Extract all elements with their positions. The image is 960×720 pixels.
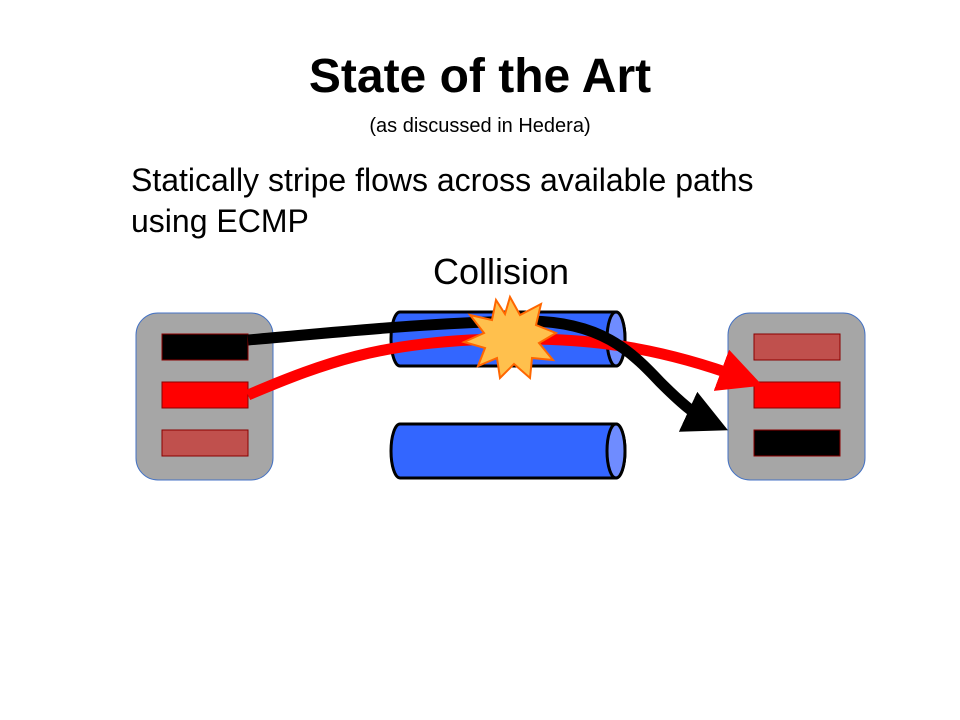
right-host-slot-black: [753, 429, 841, 457]
slide-title: State of the Art: [308, 50, 652, 103]
collision-label: Collision: [433, 251, 570, 292]
left-host-slot-red: [161, 381, 249, 409]
right-host-slot-red: [753, 381, 841, 409]
bullet-text: Statically stripe flows across available…: [131, 162, 754, 239]
left-host-slot-black: [161, 333, 249, 361]
left-host-slot-dim: [161, 429, 249, 457]
right-host-slot-dim: [753, 333, 841, 361]
slide-subtitle: (as discussed in Hedera): [369, 115, 591, 137]
black-flow-arrow: [247, 315, 728, 432]
explosion-burst-icon: [461, 294, 559, 381]
bottom-link-cylinder: [389, 422, 627, 480]
